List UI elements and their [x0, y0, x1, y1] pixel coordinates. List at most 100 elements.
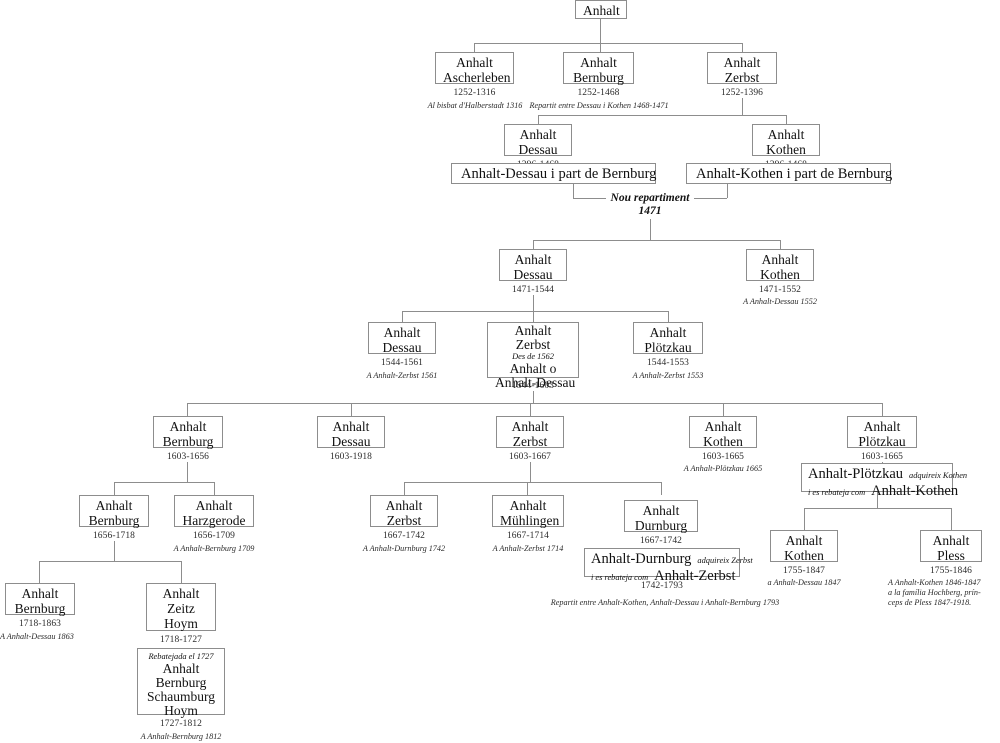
node-bsh-line-2: Schaumburg: [147, 689, 215, 704]
years-durnburg-merge: 1742-1793: [640, 581, 684, 591]
connector-harzgerode-up: [214, 482, 215, 495]
note-pless-1755-line-1: a la família Hochberg, prín-: [888, 588, 981, 597]
node-zerbst1252-line-1: Zerbst: [724, 70, 760, 85]
note-kothen-1755: a Anhalt-Dessau 1847: [767, 578, 841, 587]
node-anhalt-bernburg-1252: Anhalt Bernburg: [563, 52, 634, 85]
node-bernburg1656-line-0: Anhalt: [95, 498, 133, 513]
connector-plotzkaumerge-down: [877, 492, 878, 508]
node-harzgerode-line-0: Anhalt: [195, 498, 233, 513]
plotzkau-merge-small-left: i es rebateja com: [808, 488, 866, 497]
node-durnburg-line-0: Anhalt: [642, 503, 680, 518]
node-dessau1544-line-0: Anhalt: [383, 325, 421, 340]
node-anhalt-zerbst-1544: Anhalt Zerbst Des de 1562 Anhalt o Anhal…: [487, 322, 579, 390]
node-kothen-part-bernburg-label: Anhalt-Kothen i part de Bernburg: [696, 166, 893, 182]
connector-bernburg1603-down: [187, 462, 188, 482]
connector-split-down: [650, 219, 651, 240]
node-ascherleben-line-0: Anhalt: [456, 55, 493, 70]
connector-dessau1396-up: [538, 115, 539, 124]
node-bsh-line-0: Anhalt: [162, 661, 200, 676]
connector-plotzkau1544-up: [668, 311, 669, 322]
connector-pless1755-up: [951, 508, 952, 530]
connector-dessau1471-down: [533, 295, 534, 311]
node-dessau-part-bernburg-label: Anhalt-Dessau i part de Bernburg: [461, 166, 657, 182]
plotzkau-merge-big-right: Anhalt-Kothen: [871, 483, 959, 499]
years-harzgerode: 1656-1709: [192, 531, 236, 541]
durnburg-merge-row-2: i es rebateja com Anhalt-Zerbst: [591, 568, 735, 585]
connector-row6-bar: [187, 403, 883, 404]
years-kothen-1471: 1471-1552: [758, 285, 802, 295]
node-dessau1544-line-1: Dessau: [382, 340, 422, 355]
years-plotzkau-1603: 1603-1665: [860, 452, 904, 462]
node-anhalt-dessau-1471: Anhalt Dessau: [499, 249, 567, 282]
connector-kothen1471-up: [780, 240, 781, 249]
connector-dessau1544-up: [402, 311, 403, 322]
years-dessau-1544: 1544-1561: [380, 358, 424, 368]
node-zerbst1667-line-1: Zerbst: [386, 513, 422, 528]
connector-bernburg1252-up: [600, 43, 601, 52]
node-bsh-line-3: Hoym: [164, 703, 198, 718]
node-kothen1755-line-1: Kothen: [784, 548, 824, 563]
split-marker-line1: Nou repartiment: [610, 192, 690, 204]
note-kothen-1603: A Anhalt-Plötzkau 1665: [683, 464, 763, 473]
connector-dessau1603-up: [351, 403, 352, 416]
years-zerbst-1667: 1667-1742: [382, 531, 426, 541]
note-bernburg-1252: Repartit entre Dessau i Kothen 1468-1471: [529, 101, 669, 110]
connector-plotzkau1603-up: [882, 403, 883, 416]
node-durnburg-line-1: Durnburg: [634, 518, 688, 533]
node-zerbst1544-italic: Des de 1562: [512, 352, 554, 361]
node-anhalt-pless-1755: Anhalt Pless: [920, 530, 982, 563]
connector-row8-bar-right: [804, 508, 951, 509]
node-anhalt-bernburg-1656: Anhalt Bernburg: [79, 495, 149, 528]
years-bsh: 1727-1812: [159, 719, 203, 729]
node-anhalt-dessau-1396: Anhalt Dessau: [504, 124, 572, 157]
connector-kothen1396-up: [786, 115, 787, 124]
node-bernburg1252-line-1: Bernburg: [573, 70, 624, 85]
node-anhalt: Anhalt: [575, 0, 627, 19]
node-muhlingen-line-0: Anhalt: [509, 498, 547, 513]
node-plotzkau1603-line-0: Anhalt: [863, 419, 901, 434]
node-kothen1603-line-0: Anhalt: [704, 419, 742, 434]
connector-muhlingen-up: [527, 482, 528, 495]
node-anhalt-zerbst-1667: Anhalt Zerbst: [370, 495, 438, 528]
durnburg-merge-row-1: Anhalt-Durnburg adquireix Zerbst: [591, 551, 753, 568]
node-anhalt-ascherleben: Anhalt Ascherleben: [435, 52, 514, 85]
connector-zerbst1603-down: [530, 462, 531, 482]
node-kothen-part-bernburg: Anhalt-Kothen i part de Bernburg: [686, 163, 893, 184]
node-bernburg1718-line-1: Bernburg: [14, 601, 66, 616]
connector-bernburg1656-down: [114, 541, 115, 561]
node-anhalt-plotzkau-1603: Anhalt Plötzkau: [847, 416, 917, 449]
node-kothen1603-line-1: Kothen: [703, 434, 743, 449]
years-bernburg-1603: 1603-1656: [166, 452, 210, 462]
node-zerbst1544-line-0: Anhalt: [514, 323, 552, 338]
node-zerbst1544-line-1: Zerbst: [515, 337, 551, 352]
note-kothen-1471: A Anhalt-Dessau 1552: [743, 297, 817, 306]
connector-kothenpart-down: [727, 184, 728, 198]
node-anhalt-zerbst-1603: Anhalt Zerbst: [496, 416, 564, 449]
node-durnburg-acquires-zerbst: Anhalt-Durnburg adquireix Zerbst i es re…: [584, 548, 753, 584]
durnburg-merge-small-left: i es rebateja com: [591, 573, 649, 582]
node-kothen1471-line-0: Anhalt: [761, 252, 799, 267]
connector-zerbst1252-up: [742, 43, 743, 52]
plotzkau-merge-row-1: Anhalt-Plötzkau adquireix Kothen: [808, 466, 967, 483]
note-pless-1755-line-0: A Anhalt-Kothen 1846-1847: [888, 578, 981, 587]
plotzkau-merge-small-right: adquireix Kothen: [909, 471, 968, 480]
years-durnburg: 1667-1742: [639, 536, 683, 546]
connector-anhalt-down: [600, 19, 601, 43]
node-anhalt-kothen-1755: Anhalt Kothen: [770, 530, 838, 563]
years-muhlingen: 1667-1714: [506, 531, 550, 541]
node-anhalt-durnburg: Anhalt Durnburg: [624, 500, 698, 533]
node-harzgerode-line-1: Harzgerode: [182, 513, 246, 528]
node-kothen1396-line-1: Kothen: [766, 142, 806, 157]
note-plotzkau-1544: A Anhalt-Zerbst 1553: [632, 371, 704, 380]
node-anhalt-harzgerode: Anhalt Harzgerode: [174, 495, 254, 528]
split-marker-line2: 1471: [638, 205, 662, 217]
plotzkau-merge-big-left: Anhalt-Plötzkau: [808, 466, 904, 482]
years-plotzkau-1544: 1544-1553: [646, 358, 690, 368]
node-kothen1396-line-0: Anhalt: [767, 127, 805, 142]
node-bsh-line-1: Bernburg: [155, 675, 207, 690]
years-bernburg-1718: 1718-1863: [18, 619, 62, 629]
node-dessau1603-line-1: Dessau: [331, 434, 371, 449]
node-zerbst1603-line-0: Anhalt: [511, 419, 549, 434]
note-dessau-1544: A Anhalt-Zerbst 1561: [366, 371, 438, 380]
